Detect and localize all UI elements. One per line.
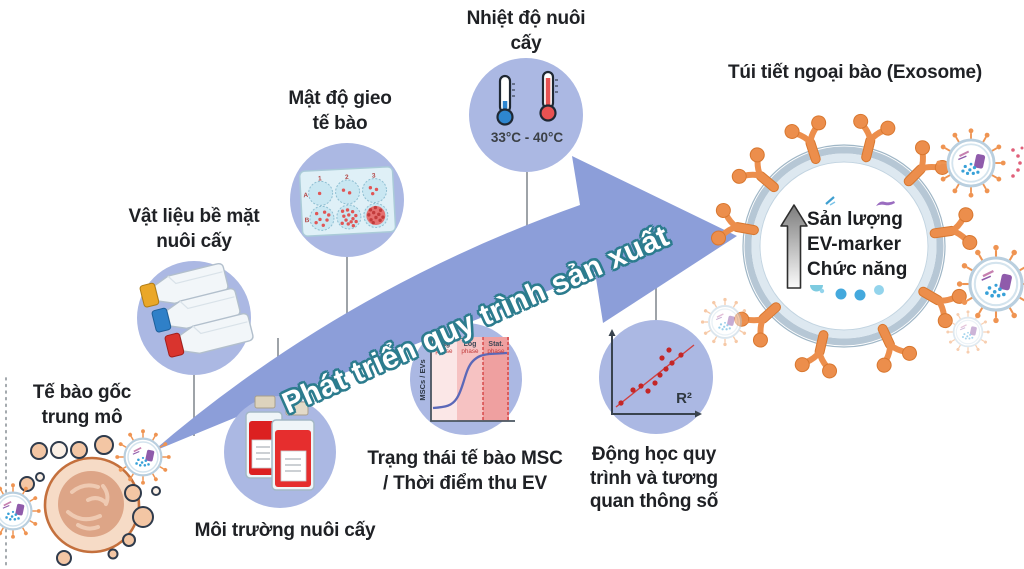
label-line: trình và tương [590, 467, 718, 489]
circle-kinetics [599, 320, 713, 434]
label-line: Mật độ gieo [288, 88, 392, 109]
growth-curve-chart: Lag Log Stat. phase phase phase MSCs / E… [418, 331, 515, 422]
label-line: trung mô [41, 407, 123, 428]
r-squared-label: R² [676, 390, 692, 407]
correlation-chart: R² [608, 329, 702, 418]
plate-col-1: 1 [318, 175, 322, 182]
exosome-cargo-icons [810, 196, 895, 301]
phase-log: Log [464, 341, 477, 348]
plate-col-3: 3 [372, 172, 376, 179]
label-line: Túi tiết ngoại bào (Exosome) [727, 62, 983, 83]
increase-arrow-icon [780, 204, 808, 289]
process-arrow [152, 156, 737, 452]
phase-lag-sub: phase [435, 348, 453, 355]
circle-temperature [469, 58, 583, 172]
stem-cell-illustration [19, 435, 161, 566]
label-medium: Môi trường nuôi cấy [130, 518, 440, 543]
exosome-illustration [710, 113, 977, 379]
label-kinetics: Động học quy trình và tương quan thông s… [554, 443, 754, 514]
label-surface: Vật liệu bề mặt nuôi cấy [94, 204, 294, 254]
label-stem-cell: Tế bào gốc trung mô [2, 380, 162, 430]
cell-debris-dots [19, 435, 161, 566]
label-line: Môi trường nuôi cấy [194, 520, 376, 541]
label-line: Nhiệt độ nuôi [466, 8, 586, 29]
label-line: Tế bào gốc [32, 382, 132, 403]
metric-line: Chức năng [807, 259, 908, 280]
label-line: Vật liệu bề mặt [128, 206, 260, 227]
well-plate-icon: 1 2 3 A B [298, 166, 397, 237]
label-line: Trạng thái tế bào MSC [367, 448, 563, 469]
label-exosome-title: Túi tiết ngoại bào (Exosome) [700, 60, 1010, 85]
small-exosomes [0, 128, 1024, 538]
plate-col-2: 2 [345, 174, 349, 181]
metric-line: Sản lượng [807, 209, 903, 230]
culture-flasks-icon [139, 261, 255, 358]
media-bottles-icon [245, 395, 315, 491]
temperature-range: 33°C - 40°C [491, 130, 564, 145]
label-line: / Thời điểm thu EV [382, 473, 548, 494]
phase-log-sub: phase [461, 348, 479, 355]
phase-lag: Lag [438, 341, 450, 348]
label-line: nuôi cấy [156, 231, 232, 252]
plate-row-b: B [304, 217, 309, 224]
label-density: Mật độ gieo tế bào [240, 86, 440, 136]
phase-stat: Stat. [488, 341, 503, 348]
label-line: cấy [510, 33, 542, 54]
plate-cell-dots [314, 186, 386, 228]
partial-pink-exosome [1011, 146, 1024, 178]
growth-ylabel: MSCs / EVs [418, 359, 427, 400]
thermometers-icon: 33°C - 40°C [491, 70, 564, 145]
label-msc-state: Trạng thái tế bào MSC / Thời điểm thu EV [340, 446, 590, 496]
label-line: tế bào [312, 113, 368, 134]
label-temperature: Nhiệt độ nuôi cấy [426, 6, 626, 56]
label-line: quan thông số [589, 491, 719, 512]
phase-stat-sub: phase [487, 348, 505, 355]
exosome-metrics: Sản lượng EV-marker Chức năng [807, 207, 947, 282]
label-line: Động học quy [591, 444, 717, 465]
plate-row-a: A [303, 192, 308, 199]
metric-line: EV-marker [807, 234, 902, 255]
